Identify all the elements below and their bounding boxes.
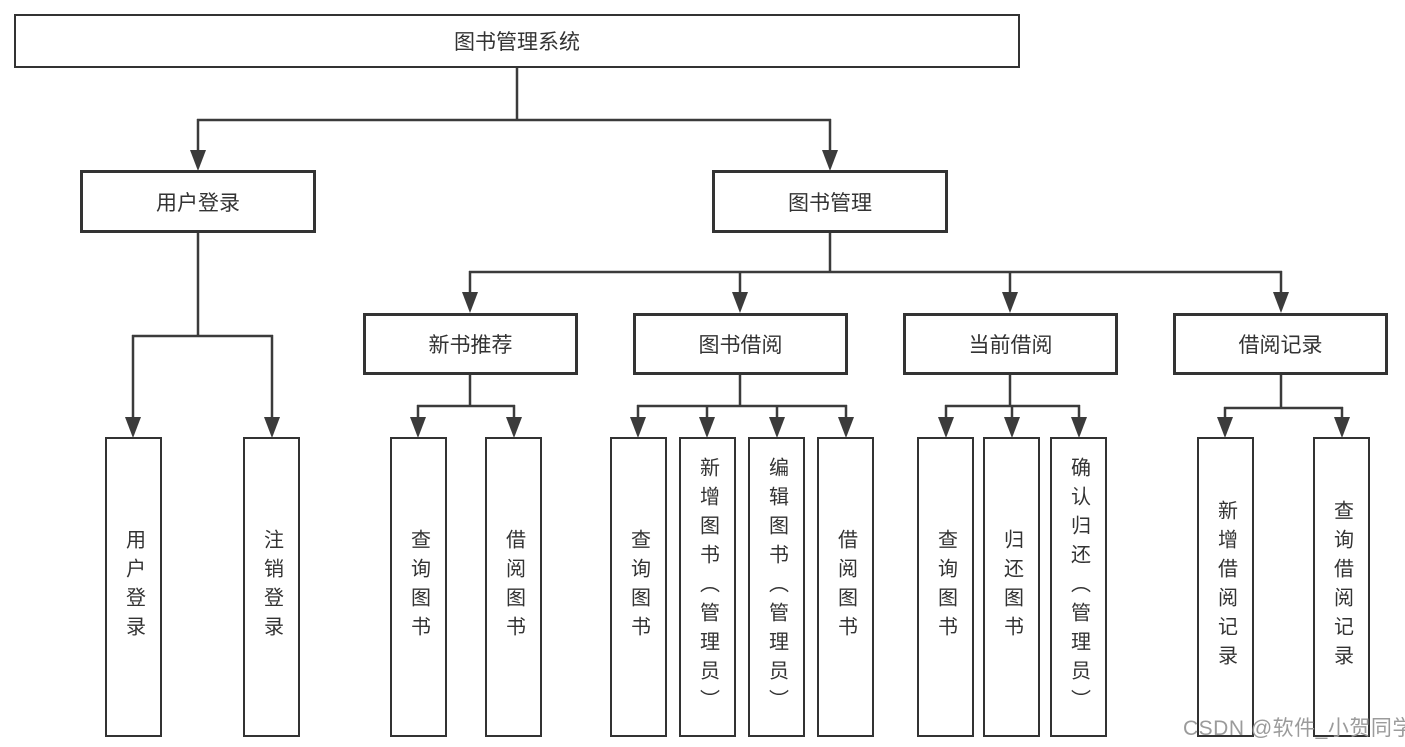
node-label: 注销登录	[260, 529, 283, 645]
arrow-down-icon	[1217, 417, 1233, 438]
edge-user-login-to-leaves	[125, 232, 280, 438]
node-label: 查询借阅记录	[1330, 500, 1353, 674]
edge-current-borrowing-to-leaves	[938, 375, 1087, 438]
leaf-query-books-recommend: 查询图书	[390, 437, 447, 737]
leaf-user-login: 用户登录	[105, 437, 162, 737]
node-label: 新增借阅记录	[1214, 500, 1237, 674]
arrow-down-icon	[1334, 417, 1350, 438]
edge-root-to-level2	[190, 68, 838, 171]
node-current-borrowing: 当前借阅	[903, 313, 1118, 375]
node-user-login: 用户登录	[80, 170, 316, 233]
arrow-down-icon	[769, 417, 785, 438]
leaf-query-books-borrowing: 查询图书	[610, 437, 667, 737]
leaf-borrow-books: 借阅图书	[817, 437, 874, 737]
node-new-book-recommend: 新书推荐	[363, 313, 578, 375]
node-label: 图书管理系统	[454, 31, 580, 54]
leaf-logout: 注销登录	[243, 437, 300, 737]
node-label: 用户登录	[156, 191, 240, 215]
arrow-down-icon	[822, 150, 838, 171]
edge-borrowing-records-to-leaves	[1217, 375, 1350, 438]
node-label: 借阅图书	[502, 529, 525, 645]
node-book-borrowing: 图书借阅	[633, 313, 848, 375]
arrow-down-icon	[264, 417, 280, 438]
leaf-edit-books-admin: 编辑图书（管理员）	[748, 437, 805, 737]
arrow-down-icon	[699, 417, 715, 438]
node-borrowing-records: 借阅记录	[1173, 313, 1388, 375]
node-label: 查询图书	[627, 529, 650, 645]
leaf-query-books-current: 查询图书	[917, 437, 974, 737]
arrow-down-icon	[1273, 292, 1289, 313]
node-label: 借阅图书	[834, 529, 857, 645]
arrow-down-icon	[1002, 292, 1018, 313]
leaf-add-borrow-record: 新增借阅记录	[1197, 437, 1254, 737]
edge-book-borrowing-to-leaves	[630, 375, 854, 438]
leaf-query-borrow-record: 查询借阅记录	[1313, 437, 1370, 737]
arrow-down-icon	[630, 417, 646, 438]
node-label: 新书推荐	[428, 334, 513, 357]
arrow-down-icon	[938, 417, 954, 438]
arrow-down-icon	[462, 292, 478, 313]
edge-new-book-recommend-to-leaves	[410, 375, 522, 438]
node-library-system: 图书管理系统	[14, 14, 1020, 68]
leaf-add-books-admin: 新增图书（管理员）	[679, 437, 736, 737]
arrow-down-icon	[1004, 417, 1020, 438]
node-label: 查询图书	[934, 529, 957, 645]
arrow-down-icon	[410, 417, 426, 438]
node-label: 当前借阅	[968, 334, 1053, 357]
arrow-down-icon	[1071, 417, 1087, 438]
node-label: 用户登录	[122, 529, 145, 645]
leaf-confirm-return-admin: 确认归还（管理员）	[1050, 437, 1107, 737]
node-label: 借阅记录	[1238, 334, 1323, 357]
node-label: 图书借阅	[698, 334, 783, 357]
leaf-return-books: 归还图书	[983, 437, 1040, 737]
leaf-borrow-books-recommend: 借阅图书	[485, 437, 542, 737]
arrow-down-icon	[125, 417, 141, 438]
node-label: 新增图书（管理员）	[696, 456, 719, 718]
arrow-down-icon	[506, 417, 522, 438]
arrow-down-icon	[190, 150, 206, 171]
arrow-down-icon	[838, 417, 854, 438]
edge-book-management-to-level3	[462, 232, 1289, 313]
arrow-down-icon	[732, 292, 748, 313]
node-label: 编辑图书（管理员）	[765, 456, 788, 718]
node-label: 归还图书	[1000, 529, 1023, 645]
node-label: 确认归还（管理员）	[1067, 456, 1090, 718]
node-label: 查询图书	[407, 529, 430, 645]
watermark: CSDN @软件_小贺同学	[1183, 717, 1405, 740]
node-book-management: 图书管理	[712, 170, 948, 233]
node-label: 图书管理	[788, 191, 872, 215]
